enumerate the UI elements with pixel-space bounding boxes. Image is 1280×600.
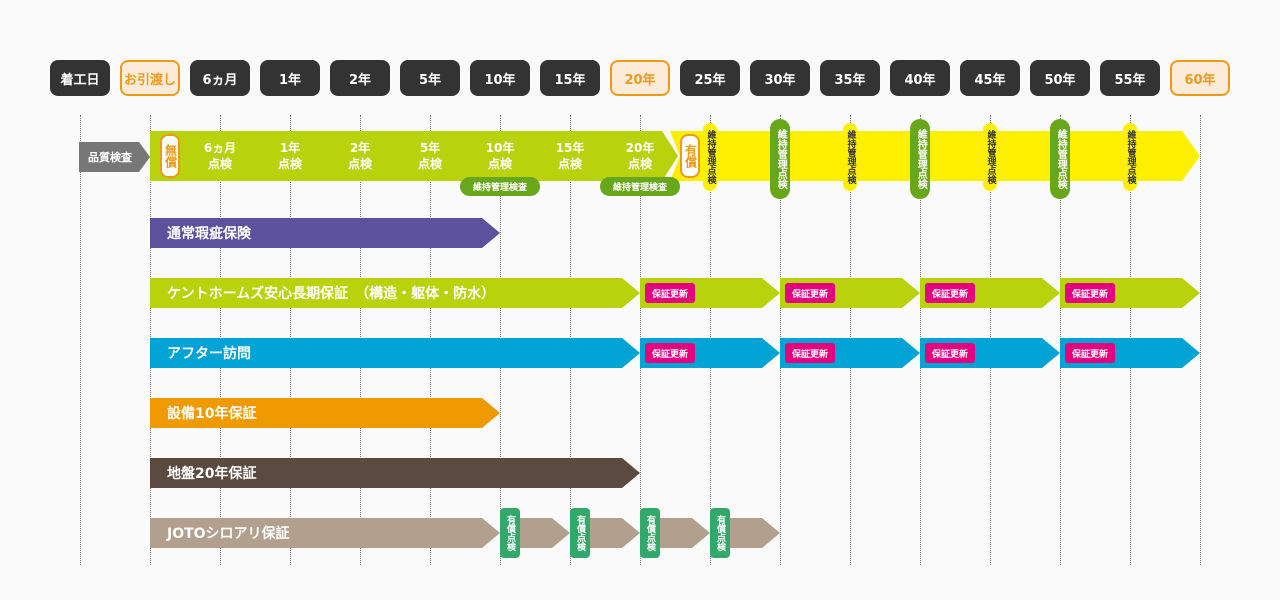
timeline-pill: 35年	[820, 60, 880, 96]
renewal-badge: 保証更新	[925, 343, 975, 363]
free-check-line1: 20年	[625, 141, 655, 155]
warranty-segment	[150, 278, 640, 308]
maintenance-tag: 維持管理検査	[600, 177, 680, 196]
timeline-pill: 50年	[1030, 60, 1090, 96]
timeline-pill: 30年	[750, 60, 810, 96]
maintenance-vertical-tag: 維持管理点検	[910, 119, 930, 199]
timeline-pill: 40年	[890, 60, 950, 96]
maintenance-tag: 維持管理検査	[460, 177, 540, 196]
maintenance-vertical-tag: 維持管理点検	[1050, 119, 1070, 199]
free-check-line2: 点検	[557, 157, 582, 171]
timeline-pill: 2年	[330, 60, 390, 96]
timeline-pill: 5年	[400, 60, 460, 96]
maintenance-vertical-tag: 維持管理点検	[770, 119, 790, 199]
timeline-pill: 25年	[680, 60, 740, 96]
renewal-badge: 保証更新	[925, 283, 975, 303]
maintenance-vertical-tag: 維持管理点検	[983, 123, 997, 191]
termite-check-tag: 有償点検	[710, 508, 730, 558]
renewal-badge: 保証更新	[645, 343, 695, 363]
grid-line	[1200, 115, 1201, 565]
termite-check-tag: 有償点検	[640, 508, 660, 558]
timeline-pill: 10年	[470, 60, 530, 96]
termite-segment	[150, 518, 500, 548]
free-check-line1: 15年	[555, 141, 585, 155]
renewal-badge: 保証更新	[785, 283, 835, 303]
timeline-pill: お引渡し	[120, 60, 180, 96]
equipment-warranty-bar	[150, 398, 500, 428]
free-check-line2: 点検	[487, 157, 512, 171]
defect-insurance-bar	[150, 218, 500, 248]
grid-line	[80, 115, 81, 565]
maintenance-vertical-tag: 維持管理点検	[843, 123, 857, 191]
warranty-label: 通常瑕疵保険	[167, 226, 251, 242]
free-check-line2: 点検	[417, 157, 442, 171]
renewal-badge: 保証更新	[785, 343, 835, 363]
maintenance-vertical-tag: 維持管理点検	[703, 123, 717, 191]
timeline-pill: 着工日	[50, 60, 110, 96]
renewal-badge: 保証更新	[1065, 343, 1115, 363]
free-check-line2: 点検	[627, 157, 652, 171]
free-check-line2: 点検	[347, 157, 372, 171]
timeline-pill: 55年	[1100, 60, 1160, 96]
free-check-line1: 10年	[485, 141, 515, 155]
quality-check-label: 品質検査	[88, 151, 132, 164]
paid-label: 有償	[680, 134, 700, 178]
warranty-label: アフター訪問	[167, 346, 251, 362]
timeline-pill: 45年	[960, 60, 1020, 96]
termite-check-tag: 有償点検	[500, 508, 520, 558]
maintenance-vertical-tag: 維持管理点検	[1123, 123, 1137, 191]
paid-inspection-arrow	[670, 131, 1200, 181]
ground-warranty-bar	[150, 458, 640, 488]
warranty-label: 設備10年保証	[167, 406, 257, 422]
free-check-line2: 点検	[207, 157, 232, 171]
free-check-line1: 1年	[279, 141, 301, 155]
warranty-label: ケントホームズ安心長期保証 （構造・躯体・防水）	[167, 286, 496, 302]
warranty-label: 地盤20年保証	[167, 466, 257, 482]
timeline-pill: 15年	[540, 60, 600, 96]
timeline-pill: 1年	[260, 60, 320, 96]
free-label: 無償	[160, 134, 180, 178]
timeline-pill: 20年	[610, 60, 670, 96]
free-check-line1: 6ヵ月	[203, 141, 237, 155]
free-check-line1: 2年	[349, 141, 371, 155]
warranty-segment	[150, 338, 640, 368]
warranty-label: JOTOシロアリ保証	[167, 526, 290, 542]
termite-check-tag: 有償点検	[570, 508, 590, 558]
renewal-badge: 保証更新	[645, 283, 695, 303]
renewal-badge: 保証更新	[1065, 283, 1115, 303]
timeline-pill: 6ヵ月	[190, 60, 250, 96]
quality-check-arrow	[79, 142, 150, 172]
free-check-line2: 点検	[277, 157, 302, 171]
free-inspection-arrow	[150, 131, 678, 181]
free-check-line1: 5年	[419, 141, 441, 155]
timeline-pill: 60年	[1170, 60, 1230, 96]
